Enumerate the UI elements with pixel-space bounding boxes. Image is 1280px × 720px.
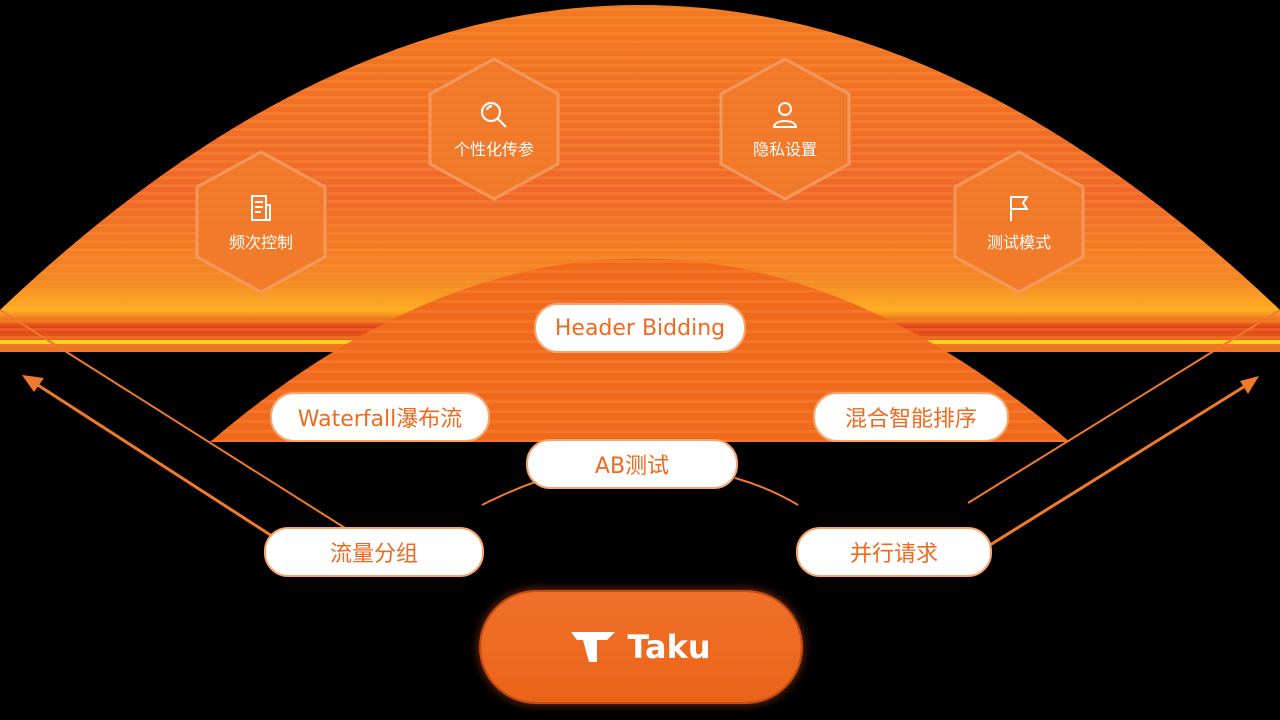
pill-traffic-grouping: 流量分组 <box>264 527 484 577</box>
hex-test-mode: 测试模式 <box>951 150 1087 294</box>
hex-label: 个性化传参 <box>453 140 534 159</box>
hex-personalized-params: 个性化传参 <box>426 57 562 201</box>
pill-text: AB测试 <box>594 454 670 479</box>
hex-label: 隐私设置 <box>752 140 817 159</box>
hex-label: 测试模式 <box>986 233 1051 252</box>
brand-name: Taku <box>627 628 711 666</box>
pill-ab-test: AB测试 <box>526 439 738 489</box>
user-icon <box>772 102 798 128</box>
pill-waterfall: Waterfall瀑布流 <box>270 392 490 442</box>
pill-parallel-requests: 并行请求 <box>796 527 992 577</box>
pill-text: 并行请求 <box>849 542 938 567</box>
hex-label: 频次控制 <box>228 233 293 252</box>
taku-logo-icon <box>571 632 616 662</box>
pill-text: Waterfall瀑布流 <box>297 407 463 432</box>
pill-text: 混合智能排序 <box>844 407 977 432</box>
pill-header-bidding: Header Bidding <box>534 303 746 353</box>
hex-privacy-settings: 隐私设置 <box>717 57 853 201</box>
pill-text: Header Bidding <box>554 315 726 341</box>
pill-text: 流量分组 <box>329 542 418 567</box>
taku-brand-badge: Taku <box>481 592 801 702</box>
hex-frequency-control: 频次控制 <box>193 150 329 294</box>
flag-icon <box>1010 196 1029 221</box>
document-icon <box>251 195 271 221</box>
search-icon <box>480 101 507 128</box>
pill-hybrid-sort: 混合智能排序 <box>813 392 1009 442</box>
